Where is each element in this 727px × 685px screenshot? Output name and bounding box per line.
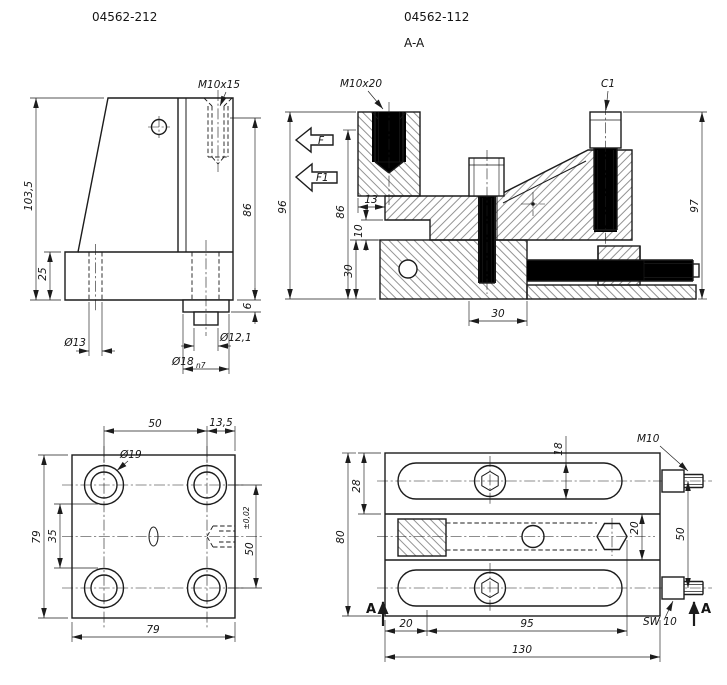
side-view: M10x15 103,5 25 86 6 Ø13 Ø12,1: [23, 79, 261, 374]
section-marker-right: A: [701, 602, 711, 617]
screw-head: [468, 157, 505, 197]
dim-10: 10: [353, 224, 365, 238]
dim-95: 95: [520, 618, 534, 630]
dim-pin-fit: n7: [196, 361, 206, 370]
dim-edge-offset: 13,5: [209, 417, 233, 429]
force-arrow-f1: [294, 162, 338, 193]
thread-hidden: [203, 97, 233, 165]
chamfer-label: C1: [601, 78, 615, 90]
assembly-view: M10 SW 10 18 28 80 20 50 20 95: [335, 433, 712, 662]
part-number-left: 04562-212: [92, 10, 157, 24]
thread-label: M10x15: [198, 79, 240, 91]
dim-30h: 30: [491, 308, 505, 320]
section-title: A-A: [404, 36, 425, 50]
dim-plate-width: 79: [146, 624, 160, 636]
dim-30v: 30: [343, 264, 355, 278]
dim-pin-dia: Ø18: [171, 356, 194, 368]
plate-view: Ø19 50 13,5 79 35 50 ±0,02 79: [31, 417, 262, 642]
dim-spacing-y: 50: [244, 542, 256, 556]
section-marker-left: A: [366, 602, 376, 617]
dim-band-20: 20: [629, 521, 641, 535]
dim-slot-width: 18: [553, 442, 565, 456]
dim-step: 6: [242, 302, 254, 309]
body-outline: [64, 97, 234, 301]
base-hole: [398, 259, 418, 279]
rod-top: [661, 469, 704, 493]
dim-body-height: 80: [335, 530, 347, 544]
dim-spacing-x: 50: [148, 418, 162, 430]
dim-35: 35: [47, 529, 59, 543]
center-oval: [148, 526, 159, 547]
dim-28: 28: [351, 479, 363, 493]
dim-13: 13: [364, 194, 377, 206]
dim-stub-dia: Ø12,1: [219, 332, 252, 344]
dim-total-length: 130: [512, 644, 532, 656]
dim-96: 96: [277, 200, 289, 214]
section-view: F F1 M10x20 C1 96 86 13 10 30 30: [277, 78, 707, 326]
force-arrow-f: [294, 126, 334, 154]
rod-end: [692, 263, 700, 278]
dim-spacing-y-tol: ±0,02: [242, 506, 251, 529]
force2-label: F1: [316, 172, 329, 184]
center-point: [531, 202, 535, 206]
dim-rod-spacing: 50: [675, 527, 687, 541]
part-number-right: 04562-112: [404, 10, 469, 24]
dim-column-height: 86: [242, 203, 254, 217]
thread-label: M10x20: [340, 78, 382, 90]
dim-86: 86: [335, 205, 347, 219]
spindle-end-section: [397, 518, 447, 557]
dim-97: 97: [689, 199, 701, 213]
dim-base-height: 25: [37, 267, 49, 281]
side-thread-hidden: [206, 525, 235, 548]
base-plate-section: [526, 284, 697, 300]
thread-label: M10: [637, 433, 660, 445]
counterbore-holes: [83, 464, 228, 609]
dim-hole-dia: Ø13: [63, 337, 86, 349]
dim-plate-height: 79: [31, 530, 43, 544]
dim-total-height: 103,5: [23, 181, 35, 211]
force-label: F: [318, 135, 325, 147]
dim-20: 20: [399, 618, 413, 630]
arm-section: [384, 149, 633, 241]
cbore-label: Ø19: [119, 449, 142, 461]
